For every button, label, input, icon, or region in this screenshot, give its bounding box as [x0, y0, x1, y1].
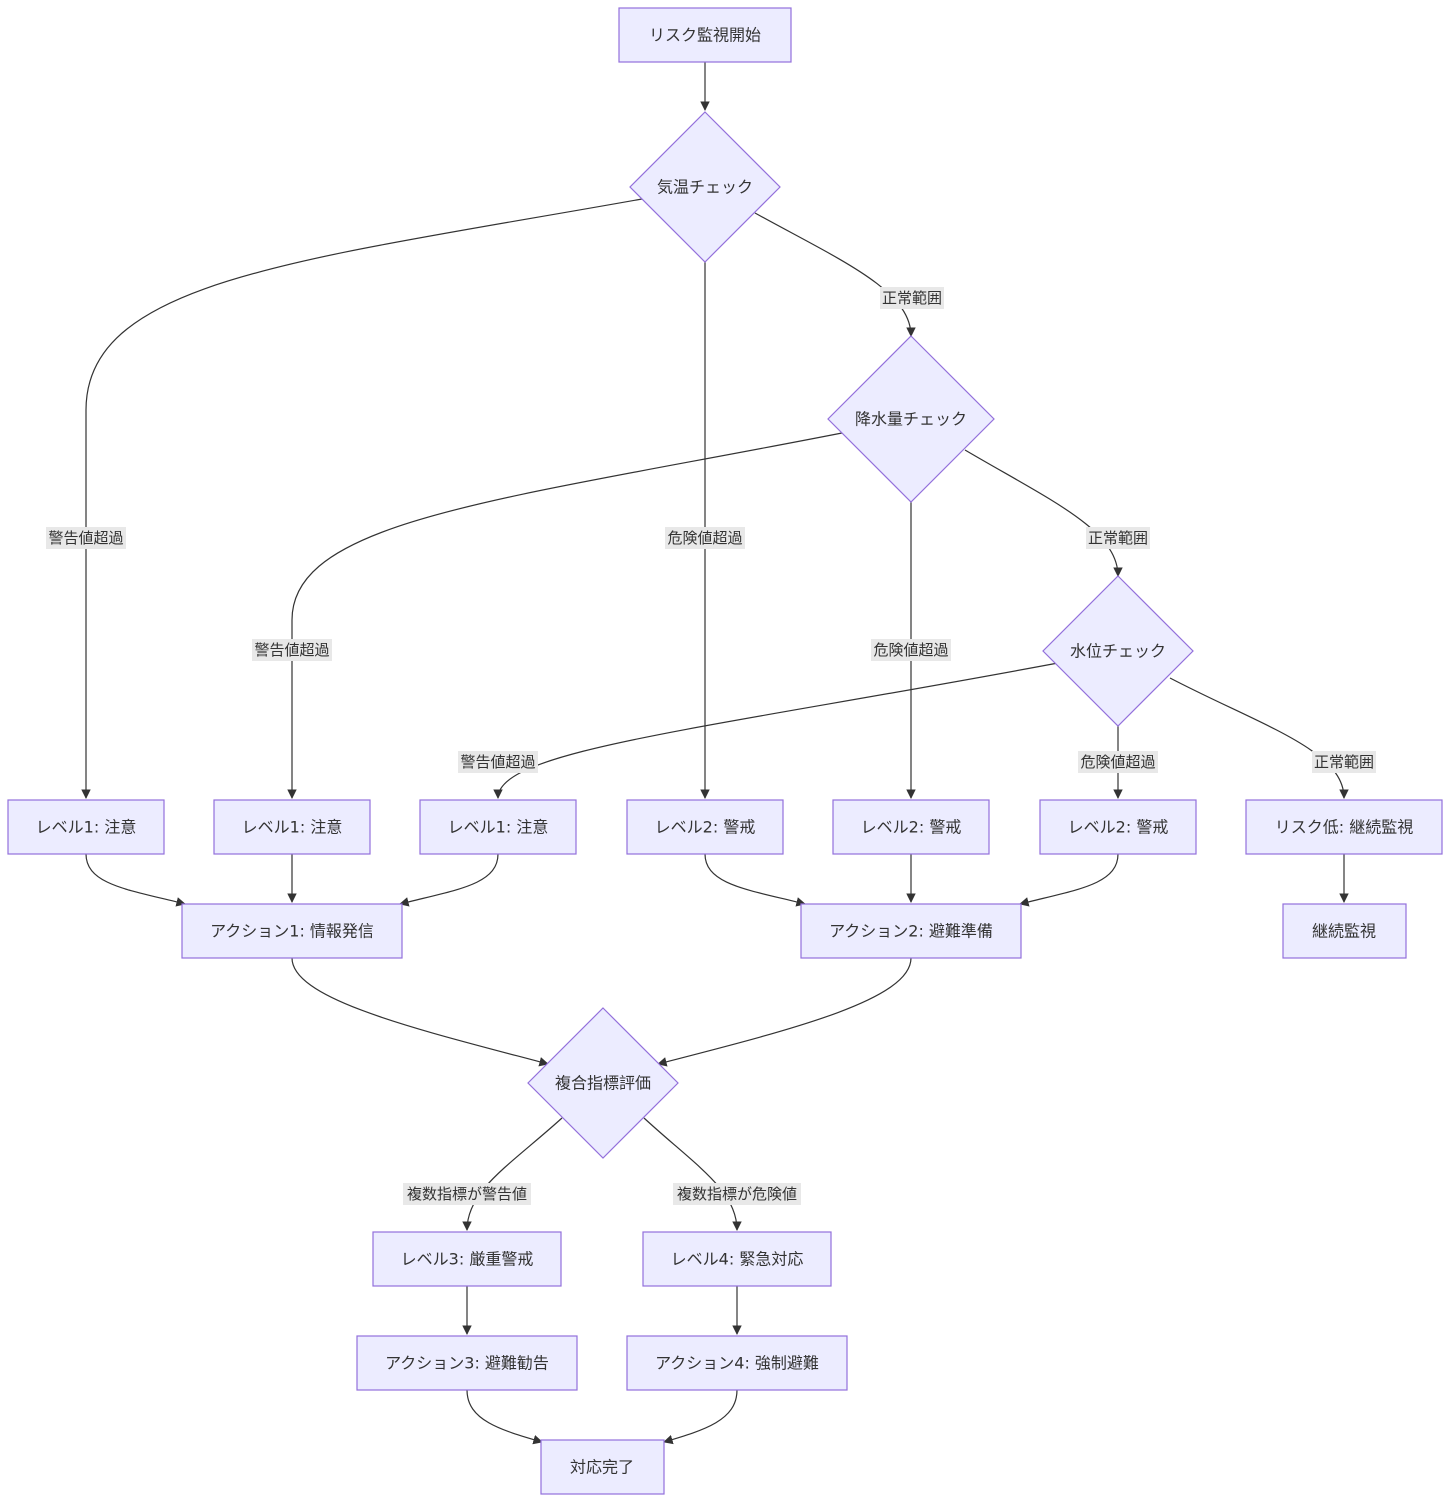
node-label: アクション3: 避難勧告	[385, 1354, 549, 1373]
edge-label-text: 危険値超過	[1080, 753, 1155, 771]
node-low-risk[interactable]: リスク低: 継続監視	[1245, 799, 1443, 855]
node-label: リスク低: 継続監視	[1275, 818, 1413, 837]
node-label: リスク監視開始	[649, 26, 761, 45]
edge-rain-to-lv1b	[287, 432, 843, 799]
node-level3[interactable]: レベル3: 厳重警戒	[372, 1231, 562, 1287]
node-start[interactable]: リスク監視開始	[618, 7, 792, 63]
node-label: 複合指標評価	[555, 1074, 651, 1093]
node-level2-b[interactable]: レベル2: 警戒	[832, 799, 990, 855]
edge-label-text: 正常範囲	[1088, 529, 1148, 547]
decision-temp-check[interactable]: 気温チェック	[629, 111, 781, 263]
edge-lv1a-to-action1	[85, 853, 186, 907]
edge-label-temp-normal: 正常範囲	[880, 287, 944, 309]
node-label: 継続監視	[1312, 922, 1376, 941]
node-label: 対応完了	[570, 1458, 634, 1477]
edge-label-rain-danger: 危険値超過	[871, 639, 951, 661]
edge-label-text: 警告値超過	[254, 641, 329, 659]
node-action2[interactable]: アクション2: 避難準備	[800, 903, 1022, 959]
node-action4[interactable]: アクション4: 強制避難	[626, 1335, 848, 1391]
edge-label-rain-normal: 正常範囲	[1086, 527, 1150, 549]
decision-rain-check[interactable]: 降水量チェック	[827, 335, 995, 503]
edge-lv1c-to-action1	[399, 853, 499, 907]
node-label: レベル3: 厳重警戒	[401, 1250, 534, 1269]
node-level2-a[interactable]: レベル2: 警戒	[626, 799, 784, 855]
node-level1-b[interactable]: レベル1: 注意	[213, 799, 371, 855]
node-action3[interactable]: アクション3: 避難勧告	[356, 1335, 578, 1391]
edge-label-multi-danger: 複数指標が危険値	[673, 1183, 801, 1205]
edge-water-to-lowrisk	[1169, 677, 1349, 799]
node-label: 気温チェック	[657, 178, 753, 197]
edge-lv2c-to-action2	[1019, 853, 1119, 907]
edge-action4-to-done	[663, 1389, 738, 1445]
edge-label-text: 危険値超過	[873, 641, 948, 659]
edge-labels: 警告値超過 危険値超過 正常範囲 警告値超過 危険値超過 正常範囲 警告値超過	[46, 287, 1376, 1205]
node-action1[interactable]: アクション1: 情報発信	[181, 903, 403, 959]
node-level4[interactable]: レベル4: 緊急対応	[642, 1231, 832, 1287]
node-continue-monitoring[interactable]: 継続監視	[1282, 903, 1407, 959]
decision-composite[interactable]: 複合指標評価	[527, 1007, 679, 1159]
node-level1-c[interactable]: レベル1: 注意	[419, 799, 577, 855]
node-level1-a[interactable]: レベル1: 注意	[7, 799, 165, 855]
node-label: レベル2: 警戒	[1068, 818, 1169, 837]
edge-label-text: 警告値超過	[48, 529, 123, 547]
node-done[interactable]: 対応完了	[540, 1439, 665, 1495]
node-label: アクション4: 強制避難	[655, 1354, 819, 1373]
edge-label-water-normal: 正常範囲	[1312, 751, 1376, 773]
edge-label-text: 警告値超過	[460, 753, 535, 771]
edge-label-water-danger: 危険値超過	[1078, 751, 1158, 773]
edges	[81, 62, 1349, 1445]
edge-composite-to-lv4	[643, 1117, 742, 1231]
node-level2-c[interactable]: レベル2: 警戒	[1039, 799, 1197, 855]
node-label: レベル1: 注意	[242, 818, 343, 837]
node-label: レベル4: 緊急対応	[671, 1250, 804, 1269]
node-label: レベル1: 注意	[36, 818, 137, 837]
node-label: 降水量チェック	[855, 410, 967, 429]
node-label: アクション2: 避難準備	[829, 922, 993, 941]
node-label: アクション1: 情報発信	[210, 922, 374, 941]
node-label: レベル2: 警戒	[861, 818, 962, 837]
edge-action2-to-composite	[657, 957, 912, 1067]
edge-rain-to-water	[964, 449, 1123, 577]
edge-label-text: 正常範囲	[882, 289, 942, 307]
edge-label-multi-warn: 複数指標が警告値	[403, 1183, 531, 1205]
node-label: レベル2: 警戒	[655, 818, 756, 837]
node-label: 水位チェック	[1070, 642, 1166, 661]
edge-label-temp-warn: 警告値超過	[46, 527, 126, 549]
edge-action1-to-composite	[291, 957, 549, 1067]
edge-label-water-warn: 警告値超過	[458, 751, 538, 773]
edge-temp-to-rain	[754, 212, 916, 337]
edge-label-text: 複数指標が危険値	[677, 1185, 797, 1203]
edge-action3-to-done	[466, 1389, 543, 1445]
edge-label-text: 正常範囲	[1314, 753, 1374, 771]
edge-water-to-lv1c	[493, 662, 1059, 799]
nodes: リスク監視開始 気温チェック 降水量チェック 水位チェック レベル1: 注意 レ…	[7, 7, 1443, 1495]
edge-label-rain-warn: 警告値超過	[252, 639, 332, 661]
edge-label-text: 複数指標が警告値	[407, 1185, 527, 1203]
edge-lv2a-to-action2	[704, 853, 806, 907]
edge-label-text: 危険値超過	[667, 529, 742, 547]
edge-composite-to-lv3	[462, 1117, 563, 1231]
decision-water-check[interactable]: 水位チェック	[1042, 575, 1194, 727]
edge-label-temp-danger: 危険値超過	[665, 527, 745, 549]
node-label: レベル1: 注意	[448, 818, 549, 837]
edge-temp-to-lv1a	[81, 198, 643, 799]
